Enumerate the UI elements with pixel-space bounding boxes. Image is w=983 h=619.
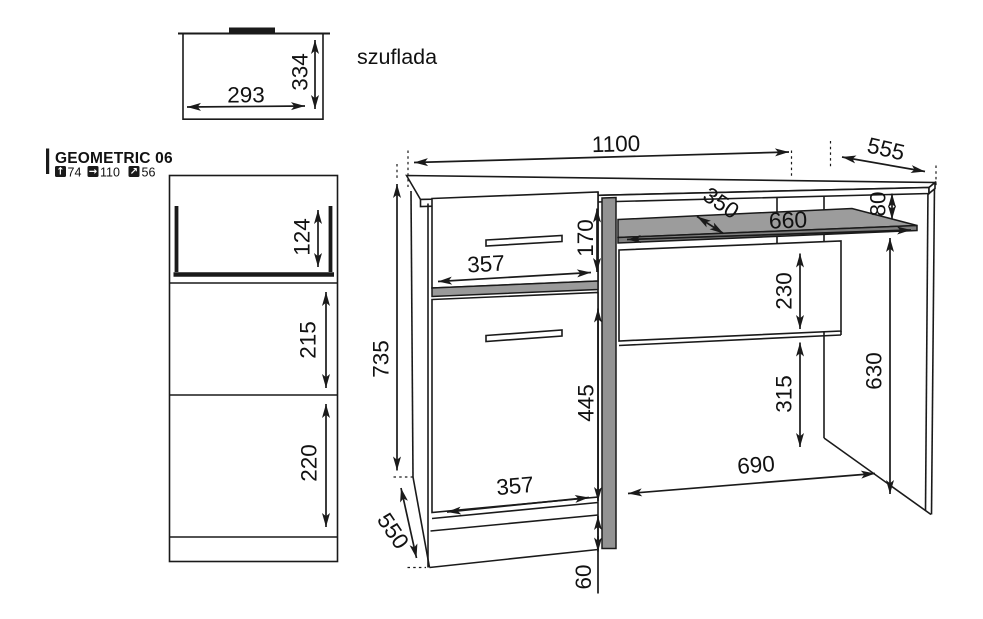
drawer-caption: szuflada	[357, 45, 437, 69]
dim-label: 220	[297, 444, 322, 482]
dim-knee-width: 690	[627, 451, 876, 497]
dim-line	[627, 470, 876, 497]
dim-line	[413, 148, 790, 167]
depth-arrow-diagonal-icon	[128, 166, 140, 177]
cabinet-front-view: 124 215 220	[168, 174, 339, 563]
middle-partition	[601, 196, 617, 550]
drawer-detail-view: 293 334 szuflada	[178, 27, 437, 120]
label-bar	[46, 148, 50, 174]
product-name: GEOMETRIC 06	[55, 150, 173, 167]
dim-label: 690	[736, 451, 775, 479]
dim-label: 1100	[591, 131, 640, 157]
dim-door-width: 357	[446, 472, 590, 515]
product-dimension-stats: ↑ 74 → 110 ↗ 56	[55, 166, 155, 180]
cabinet-opening-sides	[174, 206, 333, 272]
cabinet-outline	[168, 174, 339, 563]
product-depth-value: 56	[142, 166, 156, 180]
back-panel-thickness-edge	[618, 334, 842, 347]
dim-desk-top-depth: 555	[829, 133, 937, 187]
dim-drawer-height: 334	[288, 40, 319, 109]
dim-line	[437, 269, 592, 285]
dim-cabinet-bottom: 220	[297, 404, 330, 527]
right-panel-bottom-edge	[823, 437, 932, 516]
dim-shelf-width: 660	[626, 206, 912, 244]
width-arrow-right-glyph: →	[89, 167, 97, 178]
dim-label: 124	[290, 218, 315, 256]
dim-label: 293	[227, 83, 265, 108]
left-panel-back-edge	[410, 190, 414, 478]
dim-label: 80	[866, 191, 891, 216]
dim-drawer-width: 293	[186, 83, 306, 111]
height-arrow-up-glyph: ↑	[56, 167, 64, 178]
dim-label: 630	[862, 352, 887, 390]
dim-cabinet-opening: 124	[290, 210, 322, 267]
dim-drawer-width: 357	[437, 251, 592, 285]
depth-arrow-diagonal-glyph: ↗	[130, 167, 138, 178]
width-arrow-right-icon	[87, 166, 99, 177]
dim-label: 170	[573, 219, 598, 257]
dim-line	[446, 494, 590, 515]
dim-label: 215	[296, 321, 321, 359]
dim-label: 445	[574, 384, 599, 422]
dim-label: 555	[865, 133, 907, 166]
dim-door-height: 445	[574, 308, 602, 501]
dim-label: 357	[495, 472, 535, 500]
right-panel-back-inner-edge	[924, 186, 929, 511]
drawer-handle	[485, 234, 563, 247]
dim-total-height: 735	[369, 164, 414, 478]
dim-label: 315	[772, 375, 797, 413]
dim-line	[626, 226, 912, 244]
dim-label: 735	[369, 340, 394, 378]
drawer-box-outline	[182, 33, 324, 120]
dim-knee-clearance: 315	[772, 342, 804, 447]
product-width-value: 110	[100, 166, 120, 180]
product-height-value: 74	[68, 166, 82, 180]
dim-label: 660	[768, 206, 807, 233]
dim-back-panel-height: 230	[772, 253, 804, 329]
dim-desk-top-width: 1100	[407, 131, 793, 187]
pedestal-bottom-edge	[429, 548, 599, 569]
dim-drawer-height: 170	[573, 208, 601, 272]
desktop-right-cap	[928, 180, 936, 196]
dim-label: 334	[288, 53, 313, 91]
plinth-recess-line	[430, 514, 599, 532]
product-label: GEOMETRIC 06 ↑ 74 → 110 ↗ 56	[46, 148, 173, 180]
dim-shelf-gap: 80	[866, 191, 896, 220]
dim-cabinet-middle: 215	[296, 292, 330, 388]
back-panel	[618, 240, 842, 342]
dim-label: 230	[772, 272, 797, 310]
right-panel-back-outer-edge	[930, 183, 936, 515]
dim-line	[841, 155, 926, 174]
drawer-handle	[229, 27, 275, 34]
dim-plinth-height: 60	[571, 516, 602, 594]
door-handle	[485, 329, 563, 343]
dim-label: 357	[467, 251, 506, 278]
dim-label: 60	[571, 564, 596, 589]
dim-line	[186, 102, 306, 111]
height-arrow-up-icon	[55, 166, 66, 177]
desk-perspective-view: 1100 555 80 350 660 170 357	[369, 131, 938, 594]
dim-line	[400, 487, 418, 559]
dim-side-panel-height: 630	[862, 238, 894, 494]
